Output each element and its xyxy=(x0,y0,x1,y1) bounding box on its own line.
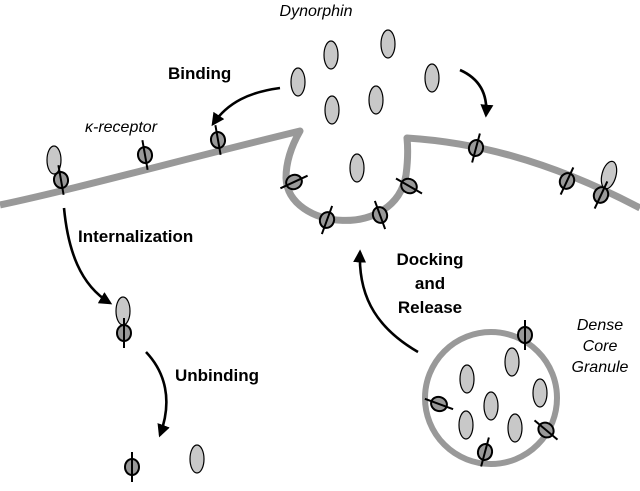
receptor-label: κ-receptor xyxy=(85,119,158,136)
dynorphin-label: Dynorphin xyxy=(280,3,353,20)
peptide xyxy=(349,153,365,183)
peptide xyxy=(458,410,474,440)
peptide xyxy=(507,413,523,443)
free-peptide xyxy=(189,444,205,474)
docking-label-line3: Release xyxy=(398,298,462,317)
peptide xyxy=(424,63,440,93)
peptide xyxy=(504,347,520,377)
unbinding-arrow xyxy=(145,351,170,438)
receptor-icon xyxy=(529,413,563,447)
release-arrow xyxy=(459,68,494,118)
internalization-arrow xyxy=(62,207,113,305)
docking-label-line2: and xyxy=(415,274,445,293)
granule-label-line2: Core xyxy=(583,338,618,355)
receptor-icon xyxy=(124,451,140,483)
dense-core-granule xyxy=(422,329,560,467)
unbinding-label: Unbinding xyxy=(175,366,259,385)
docking-label-line1: Docking xyxy=(396,250,463,269)
released-peptides xyxy=(290,29,440,183)
peptide xyxy=(532,378,548,408)
binding-label: Binding xyxy=(168,64,231,83)
bound-peptide xyxy=(46,145,62,175)
granule-label-line3: Granule xyxy=(572,359,629,376)
docking-release-arrow xyxy=(353,249,419,354)
granule-peptides xyxy=(458,347,548,443)
peptide xyxy=(368,85,384,115)
peptide xyxy=(459,364,475,394)
peptide xyxy=(483,391,499,421)
binding-arrow xyxy=(211,86,281,127)
peptide xyxy=(323,40,339,70)
peptide xyxy=(380,29,396,59)
receptor-icon xyxy=(276,168,312,196)
granule-label-line1: Dense xyxy=(577,317,623,334)
receptor-icon xyxy=(464,130,488,166)
peptide xyxy=(324,95,340,125)
plasma-membrane-left xyxy=(0,127,640,224)
internalization-label: Internalization xyxy=(78,227,193,246)
peptide xyxy=(290,67,306,97)
